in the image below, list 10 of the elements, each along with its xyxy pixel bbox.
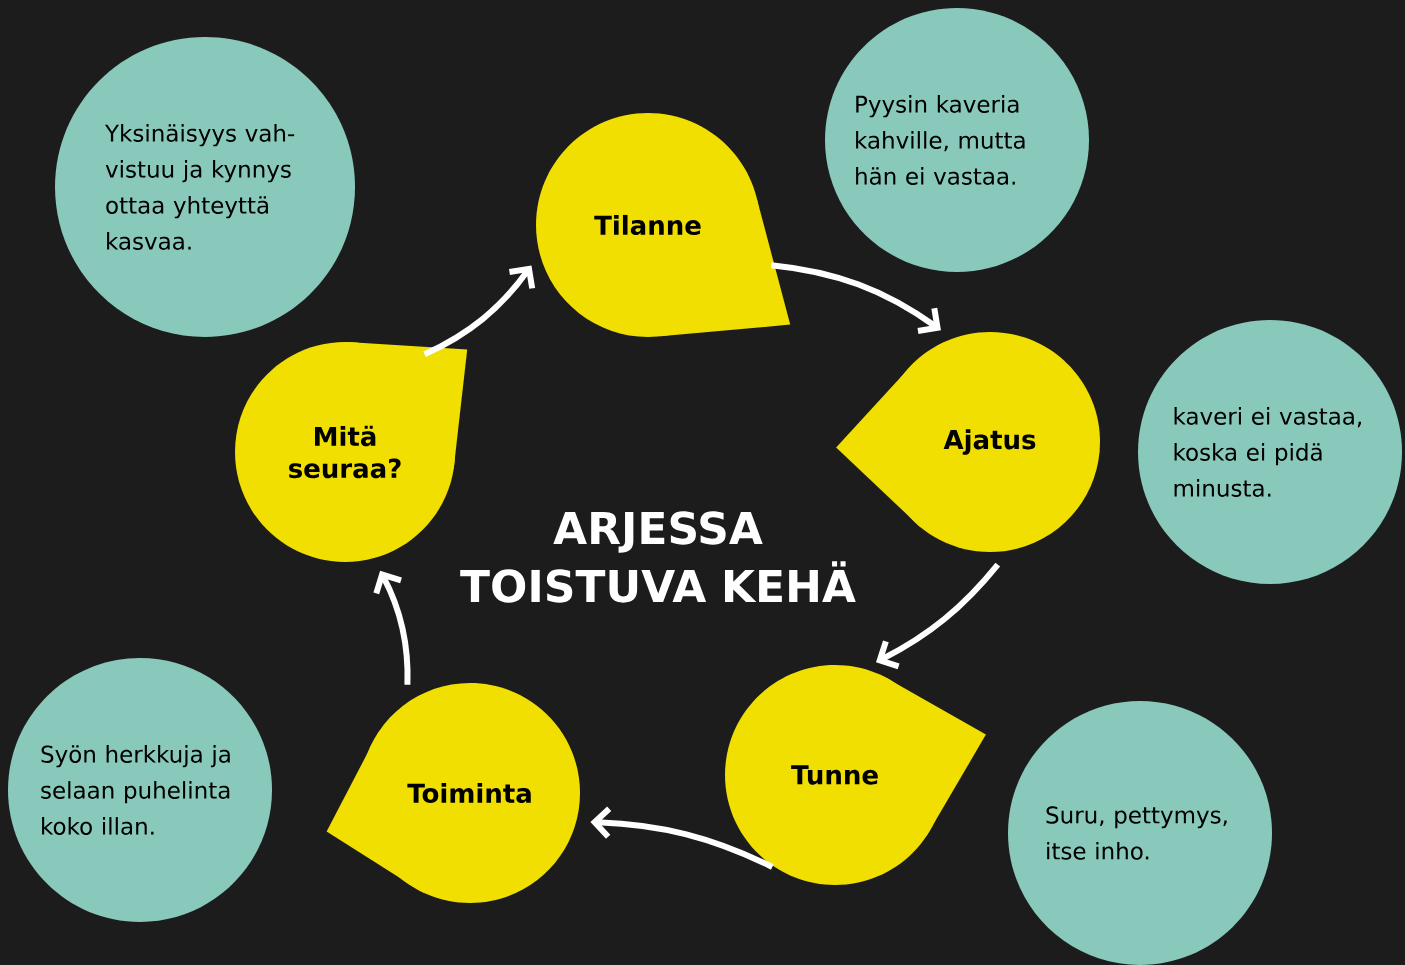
speech-bubble: Mitä seuraa? bbox=[235, 342, 468, 562]
speech-bubble: Ajatus bbox=[836, 332, 1100, 552]
arrow bbox=[423, 265, 536, 357]
arrow bbox=[590, 806, 774, 870]
arrow bbox=[373, 570, 411, 685]
speech-bubble: Tunne bbox=[725, 665, 986, 885]
speech-bubble: Toiminta bbox=[326, 683, 580, 903]
arrow bbox=[771, 262, 941, 334]
speech-bubble: Tilanne bbox=[536, 113, 791, 337]
arrow bbox=[876, 562, 1001, 670]
